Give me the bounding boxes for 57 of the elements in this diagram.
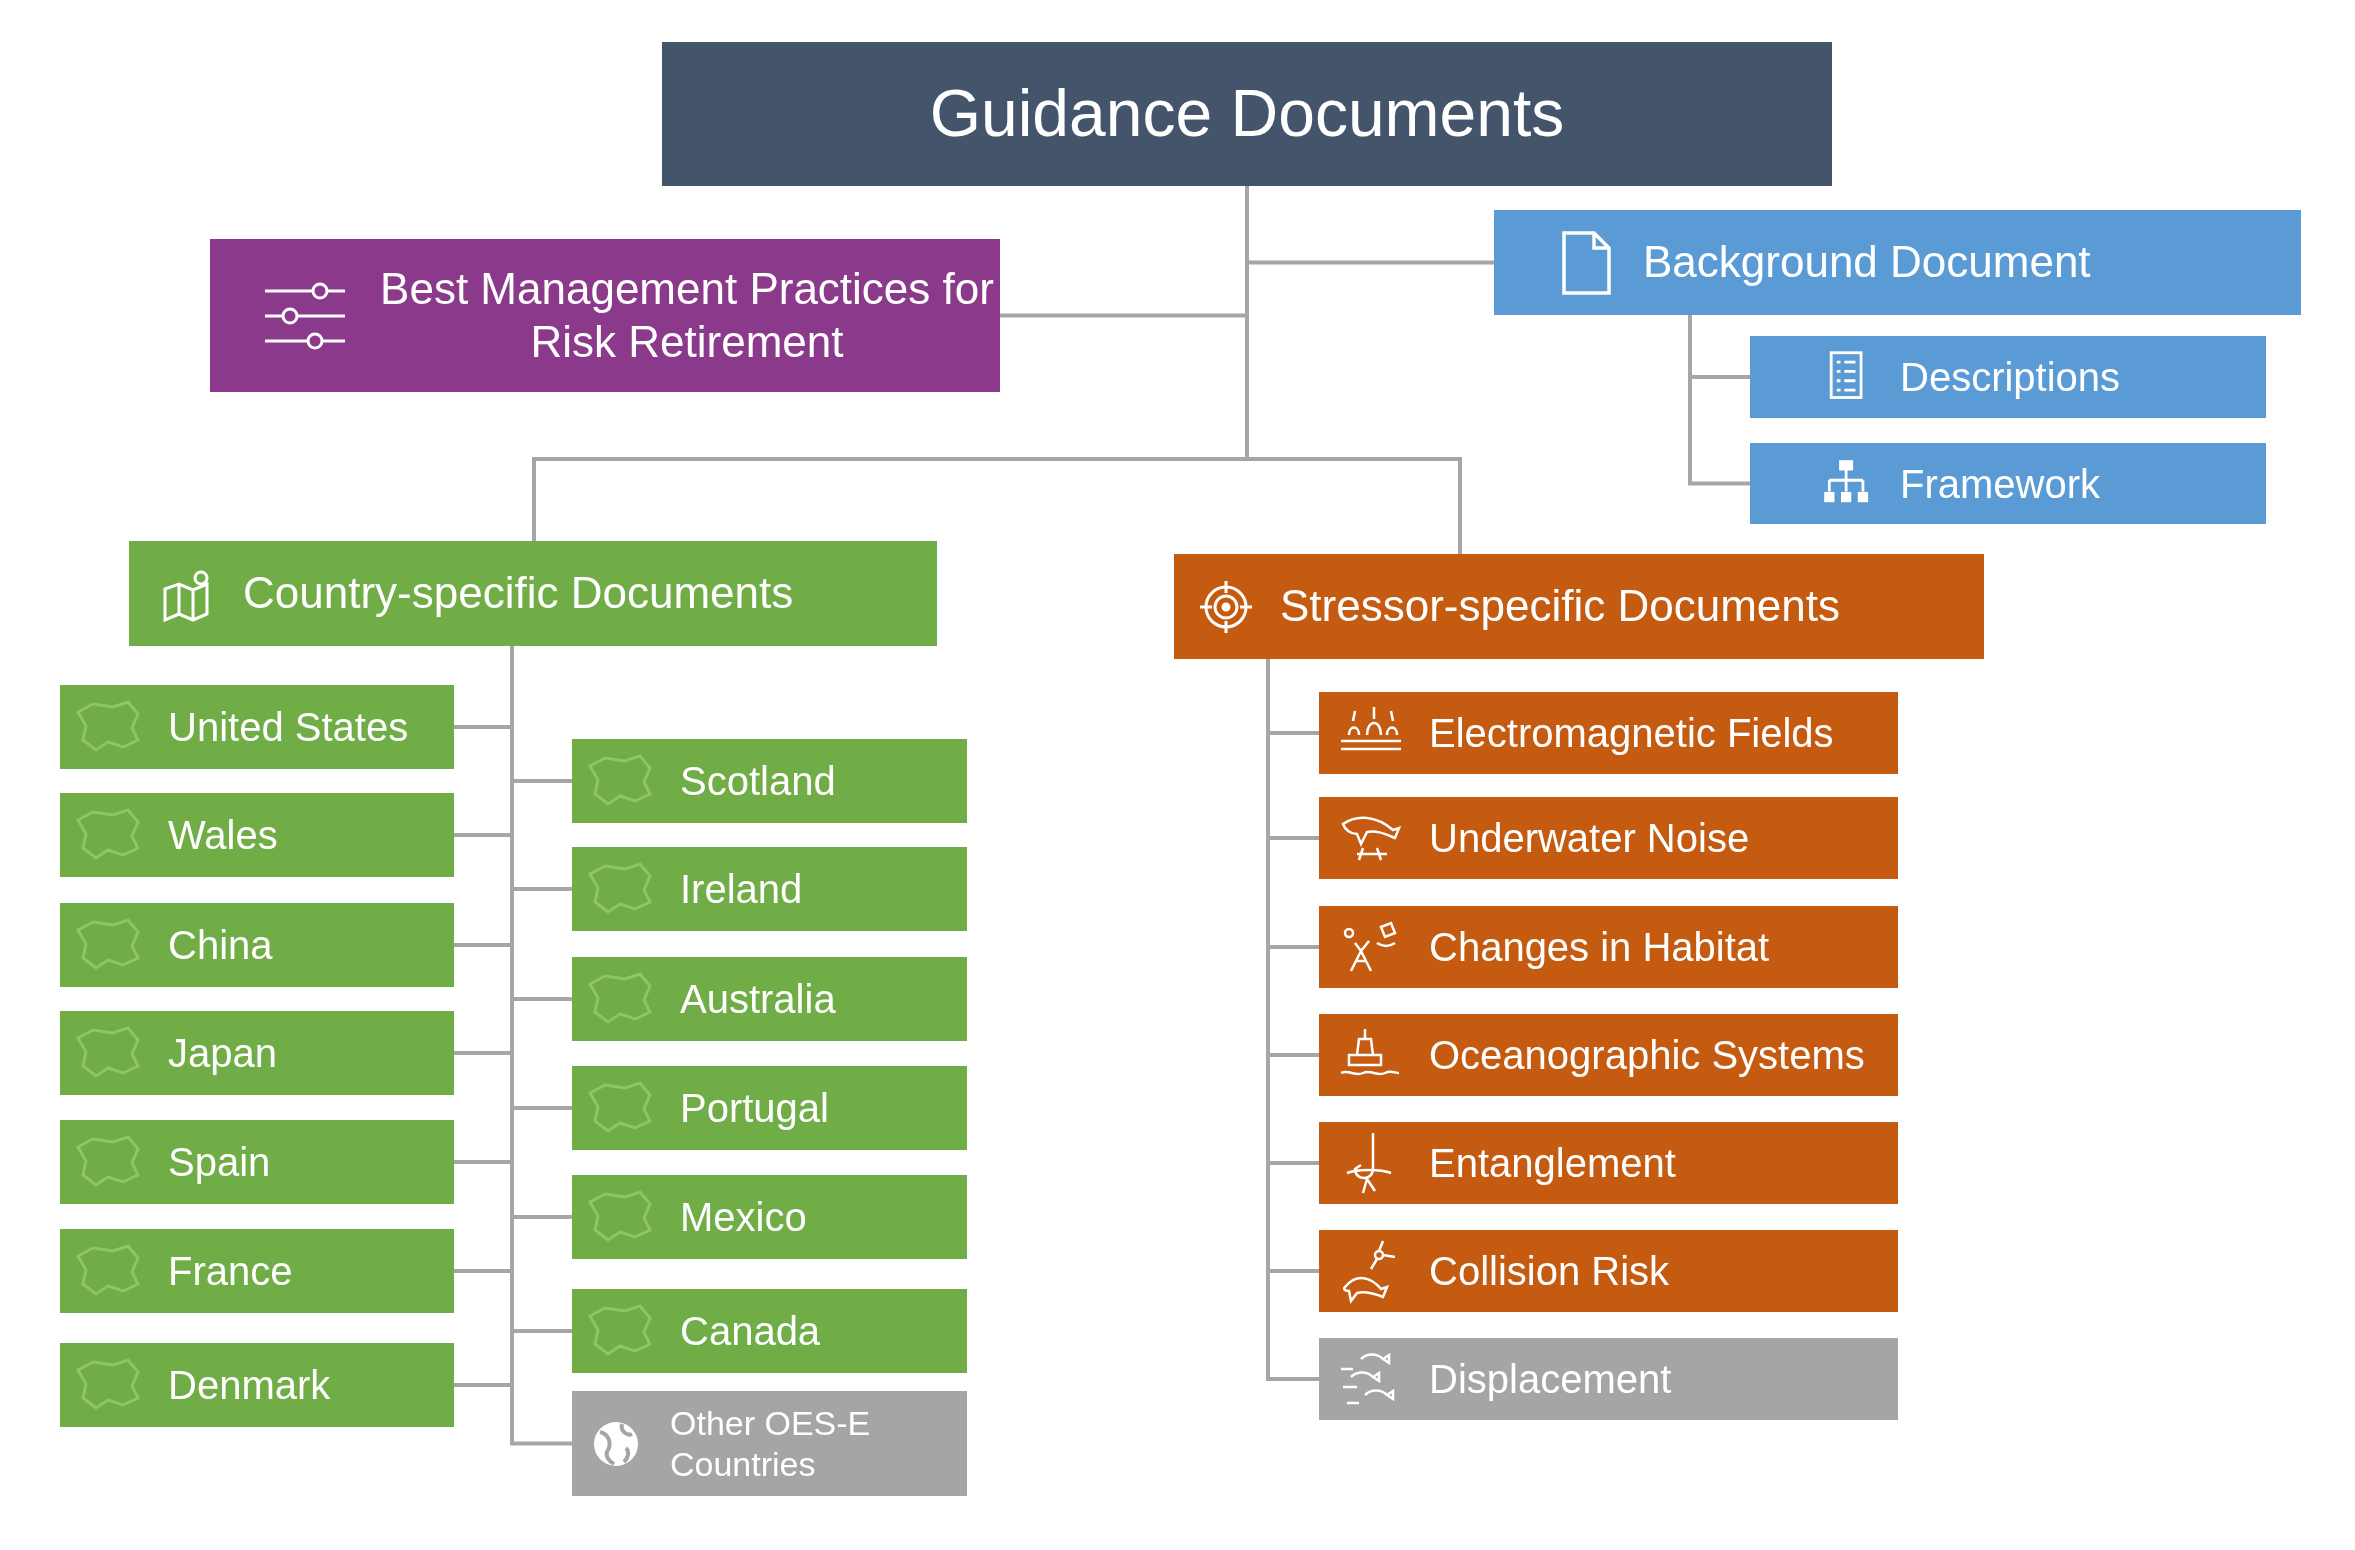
box-label: Oceanographic Systems bbox=[1429, 1032, 1865, 1079]
category-box bbox=[1174, 554, 1984, 659]
item-box bbox=[1319, 1122, 1898, 1204]
item-box bbox=[1319, 1230, 1898, 1312]
box-label: United States bbox=[168, 704, 409, 751]
box-label: Canada bbox=[680, 1308, 821, 1355]
item-box bbox=[1750, 443, 2266, 524]
connector-line bbox=[1688, 315, 1750, 486]
box-label: Other OES-E Countries bbox=[670, 1402, 872, 1485]
item-box bbox=[572, 957, 967, 1041]
item-box bbox=[1319, 797, 1898, 879]
item-box bbox=[60, 1343, 454, 1427]
box-label: China bbox=[168, 922, 273, 969]
item-box bbox=[572, 1066, 967, 1150]
box-label: Australia bbox=[680, 976, 836, 1023]
box-label: Scotland bbox=[680, 758, 836, 805]
box-label: Mexico bbox=[680, 1194, 807, 1241]
box-label: Changes in Habitat bbox=[1429, 924, 1770, 971]
box-label: Best Management Practices for Risk Retirement bbox=[379, 262, 995, 368]
box-label: Stressor-specific Documents bbox=[1280, 580, 1840, 633]
box-label: Framework bbox=[1900, 460, 2101, 508]
box-label: Background Document bbox=[1643, 236, 2091, 289]
item-box bbox=[60, 1229, 454, 1313]
box-label: Electromagnetic Fields bbox=[1429, 710, 1834, 757]
item-box bbox=[572, 1391, 967, 1496]
box-label: Displacement bbox=[1429, 1356, 1672, 1403]
box-label: Portugal bbox=[680, 1085, 829, 1132]
item-box bbox=[60, 1120, 454, 1204]
box-label: Japan bbox=[168, 1030, 277, 1077]
box-label: Ireland bbox=[680, 866, 803, 913]
item-box bbox=[60, 903, 454, 987]
box-label: Descriptions bbox=[1900, 354, 2121, 401]
item-box bbox=[1319, 1014, 1898, 1096]
title-banner bbox=[662, 42, 1832, 186]
item-box bbox=[60, 1011, 454, 1095]
box-label: Collision Risk bbox=[1429, 1248, 1670, 1295]
box-label: Spain bbox=[168, 1139, 271, 1186]
box-label: Country-specific Documents bbox=[243, 567, 794, 620]
item-box bbox=[572, 1289, 967, 1373]
box-label: France bbox=[168, 1248, 293, 1295]
item-box bbox=[572, 1175, 967, 1259]
box-label: Underwater Noise bbox=[1429, 815, 1750, 862]
item-box bbox=[1750, 336, 2266, 418]
box-label: Denmark bbox=[168, 1362, 331, 1409]
box-label: Wales bbox=[168, 812, 278, 859]
category-box bbox=[129, 541, 937, 646]
item-box bbox=[60, 685, 454, 769]
category-box bbox=[1494, 210, 2301, 315]
box-label: Entanglement bbox=[1429, 1140, 1676, 1187]
item-box bbox=[1319, 1338, 1898, 1420]
item-box bbox=[572, 739, 967, 823]
box-label: Guidance Documents bbox=[929, 75, 1565, 153]
item-box bbox=[1319, 906, 1898, 988]
category-box bbox=[210, 239, 1000, 392]
item-box bbox=[1319, 692, 1898, 774]
item-box bbox=[60, 793, 454, 877]
item-box bbox=[572, 847, 967, 931]
